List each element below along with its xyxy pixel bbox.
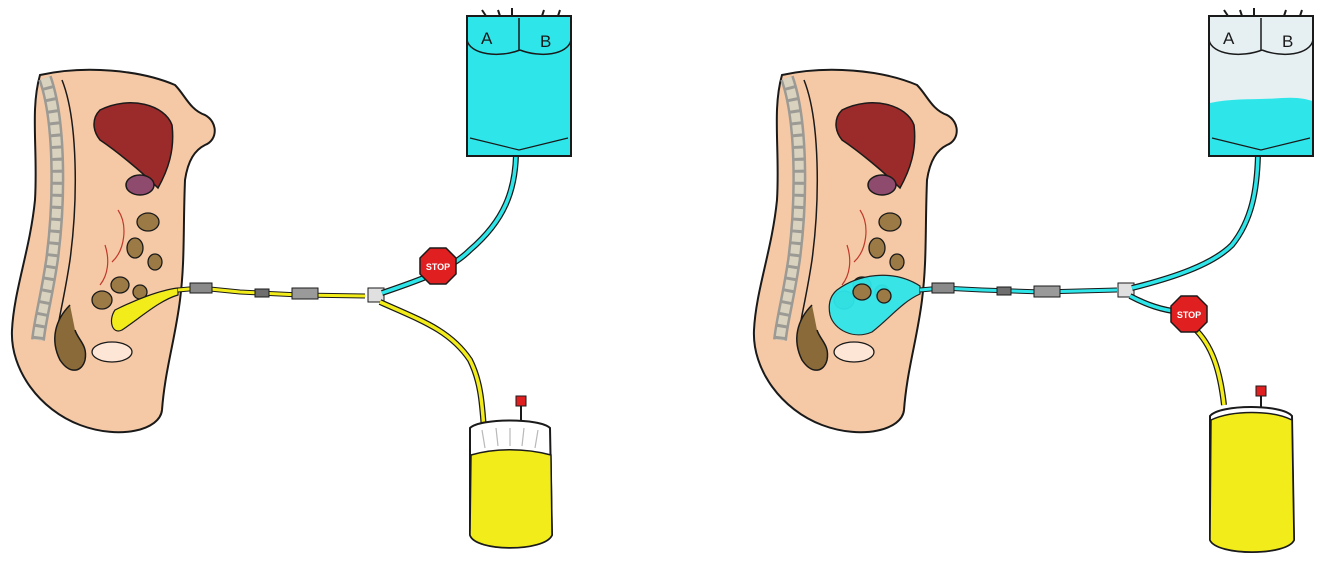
catheter-line-left: [178, 283, 384, 302]
bag-label-a: A: [481, 29, 493, 48]
bag-label-a: A: [1223, 29, 1235, 48]
drain-line-left: [380, 302, 484, 430]
catheter-line-right: [920, 283, 1134, 297]
drain-bag-right: [1210, 386, 1294, 552]
drain-bag-fluid: [470, 450, 552, 548]
clamp: [997, 287, 1011, 295]
clamp: [255, 289, 269, 297]
dialysate-fluid: [1210, 98, 1312, 155]
drain-bag-fluid: [1210, 413, 1294, 553]
stop-sign-label: STOP: [426, 262, 450, 272]
panel-left: A B STOP: [12, 8, 571, 548]
transfer-set-connector: [292, 288, 318, 299]
transfer-set-connector: [1034, 286, 1060, 297]
fill-line-right: [1132, 155, 1258, 288]
stop-sign-left: STOP: [420, 248, 456, 284]
dialysate-bag-left: A B: [467, 8, 571, 156]
stop-sign-label: STOP: [1177, 310, 1201, 320]
bag-label-b: B: [540, 32, 551, 51]
catheter-connector: [190, 283, 212, 293]
bag-label-b: B: [1282, 32, 1293, 51]
catheter-connector: [932, 283, 954, 293]
dialysate-bag-right: A B: [1209, 8, 1313, 156]
patient-body-left: [12, 70, 215, 432]
stop-sign-right: STOP: [1171, 296, 1207, 332]
panel-right: A B STOP: [754, 8, 1313, 552]
patient-body-right: [754, 70, 957, 432]
